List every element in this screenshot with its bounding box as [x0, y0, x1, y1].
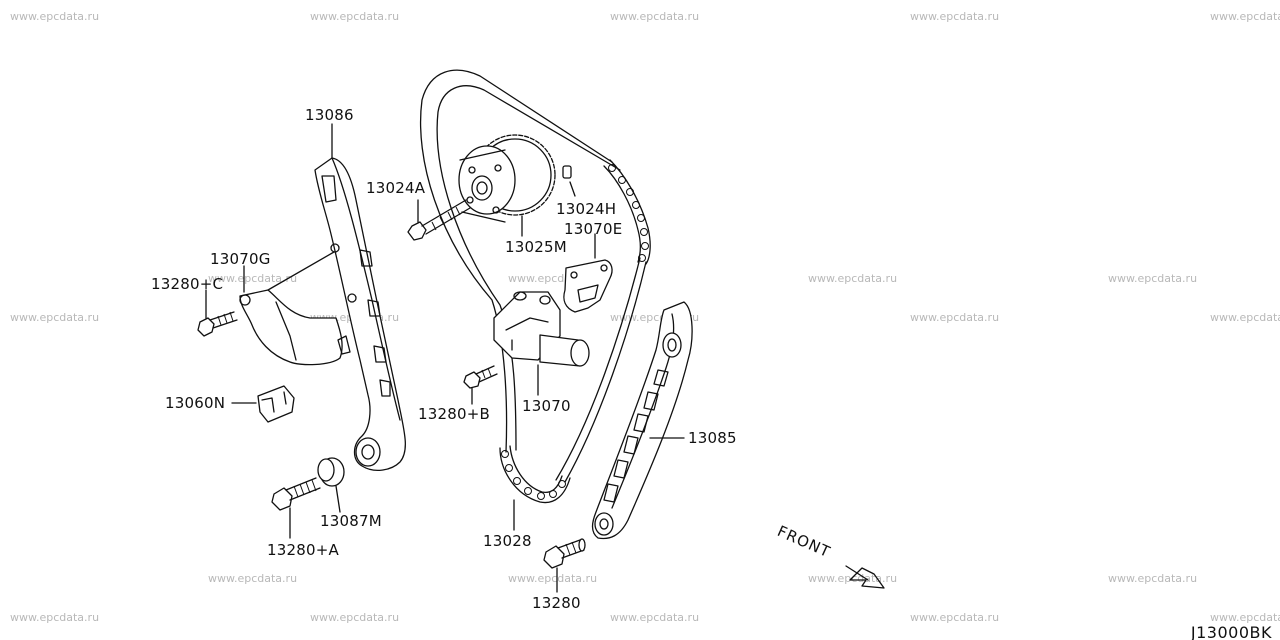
watermark: www.epcdata.ru	[10, 311, 100, 324]
part-label-13028[interactable]: 13028	[483, 532, 532, 550]
watermark: www.epcdata.ru	[1108, 572, 1198, 585]
timing-chain[interactable]	[419, 69, 651, 504]
part-label-13060N[interactable]: 13060N	[165, 394, 226, 412]
part-label-13024H[interactable]: 13024H	[556, 200, 617, 218]
guide-bracket[interactable]	[239, 251, 351, 366]
guide-pivot-bolt[interactable]	[271, 477, 321, 539]
slack-guide[interactable]	[314, 123, 406, 472]
tension-guide-bolt[interactable]	[543, 538, 586, 593]
part-label-13087M[interactable]: 13087M	[320, 512, 382, 530]
watermark: www.epcdata.ru	[910, 311, 1000, 324]
watermark: www.epcdata.ru	[508, 572, 598, 585]
watermark: www.epcdata.ru	[910, 10, 1000, 23]
part-label-13024A[interactable]: 13024A	[366, 179, 426, 197]
part-label-13280C[interactable]: 13280+C	[151, 275, 224, 293]
watermark: www.epcdata.ru	[808, 272, 898, 285]
part-label-13280A[interactable]: 13280+A	[267, 541, 339, 559]
watermark: www.epcdata.ru	[910, 611, 1000, 624]
part-label-13070G[interactable]: 13070G	[210, 250, 271, 268]
tension-guide[interactable]	[591, 301, 693, 540]
part-label-13085[interactable]: 13085	[688, 429, 737, 447]
part-label-13280B[interactable]: 13280+B	[418, 405, 490, 423]
cam-sprocket-bolt[interactable]	[407, 199, 471, 241]
watermark: www.epcdata.ru	[610, 10, 700, 23]
watermark: www.epcdata.ru	[310, 10, 400, 23]
part-label-13280[interactable]: 13280	[532, 594, 581, 612]
guide-clip[interactable]	[231, 385, 295, 423]
watermark: www.epcdata.ru	[1210, 611, 1280, 624]
camshaft-sprocket[interactable]	[458, 134, 556, 223]
watermark: www.epcdata.ru	[1108, 272, 1198, 285]
watermark: www.epcdata.ru	[10, 611, 100, 624]
front-arrow-icon	[845, 565, 885, 589]
watermark: www.epcdata.ru	[310, 611, 400, 624]
chain-tensioner[interactable]	[493, 291, 590, 396]
bracket-bolt[interactable]	[197, 289, 238, 337]
part-label-13025M[interactable]: 13025M	[505, 238, 567, 256]
part-label-13070[interactable]: 13070	[522, 397, 571, 415]
watermark: www.epcdata.ru	[208, 572, 298, 585]
watermark: www.epcdata.ru	[208, 272, 298, 285]
tensioner-gasket[interactable]	[563, 233, 613, 313]
tensioner-bolt[interactable]	[463, 365, 498, 405]
diagram-code: J13000BK	[1190, 623, 1272, 640]
watermark: www.epcdata.ru	[1210, 10, 1280, 23]
watermark: www.epcdata.ru	[1210, 311, 1280, 324]
dowel-pin[interactable]	[562, 165, 576, 197]
watermark: www.epcdata.ru	[610, 611, 700, 624]
guide-spacer[interactable]	[317, 457, 345, 513]
leader-lines	[513, 215, 523, 531]
part-label-13086[interactable]: 13086	[305, 106, 354, 124]
watermark: www.epcdata.ru	[10, 10, 100, 23]
part-label-13070E[interactable]: 13070E	[564, 220, 623, 238]
